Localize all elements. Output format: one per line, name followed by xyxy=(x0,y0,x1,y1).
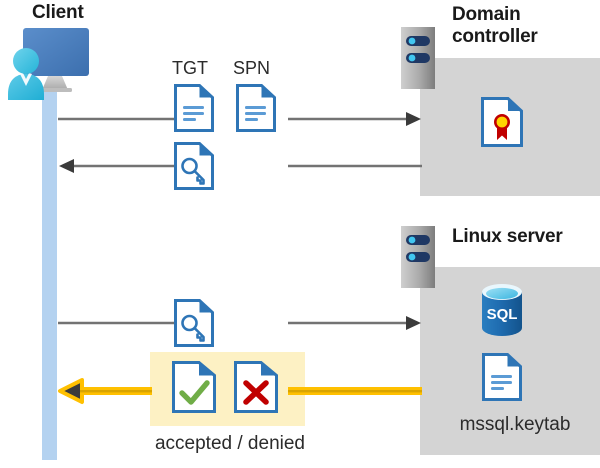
client-title: Client xyxy=(32,2,84,23)
document-icon xyxy=(236,84,276,132)
server-rack-icon xyxy=(401,226,435,288)
svg-text:SQL: SQL xyxy=(487,306,518,323)
domain-controller-server-icon xyxy=(401,27,435,89)
denied-document xyxy=(234,361,278,413)
server-rack-icon xyxy=(401,27,435,89)
accepted-document xyxy=(172,361,216,413)
linux-server-title: Linux server xyxy=(452,226,563,247)
sql-database-icon: SQL xyxy=(482,284,522,336)
spn-document xyxy=(236,84,276,132)
document-icon xyxy=(482,353,522,401)
denied-document-icon xyxy=(234,361,278,413)
message-auth-result xyxy=(56,378,422,404)
accepted-document-icon xyxy=(172,361,216,413)
arrow-left-gray xyxy=(59,159,422,173)
arrow-right-gray xyxy=(58,112,421,126)
service-ticket-document-dc xyxy=(174,142,214,190)
domain-controller-title: Domain controller xyxy=(452,4,538,48)
client-workstation-icon xyxy=(8,28,89,100)
key-document-icon xyxy=(174,299,214,347)
message-service-ticket-presented xyxy=(58,312,422,334)
message-service-ticket-response xyxy=(58,155,422,177)
spn-label: SPN xyxy=(233,58,271,78)
accepted-denied-label: accepted / denied xyxy=(154,433,305,454)
arrow-left-yellow xyxy=(58,378,422,404)
document-icon xyxy=(174,84,214,132)
linux-server-server-icon xyxy=(401,226,435,288)
certificate-document-icon xyxy=(481,97,523,147)
key-document-icon xyxy=(174,142,214,190)
client-lifeline xyxy=(42,88,57,460)
service-ticket-document-linux xyxy=(174,299,214,347)
domain-controller-title-line1: Domain xyxy=(452,4,521,25)
domain-controller-title-line2: controller xyxy=(452,26,538,47)
tgt-label: TGT xyxy=(172,58,208,78)
client-icon xyxy=(4,24,100,100)
keytab-document xyxy=(482,353,522,401)
sql-database: SQL xyxy=(479,283,525,337)
tgt-document xyxy=(174,84,214,132)
certificate-document xyxy=(481,97,523,147)
arrow-right-gray xyxy=(58,316,421,330)
message-tgt-spn-request xyxy=(58,108,422,130)
keytab-label: mssql.keytab xyxy=(459,414,571,435)
